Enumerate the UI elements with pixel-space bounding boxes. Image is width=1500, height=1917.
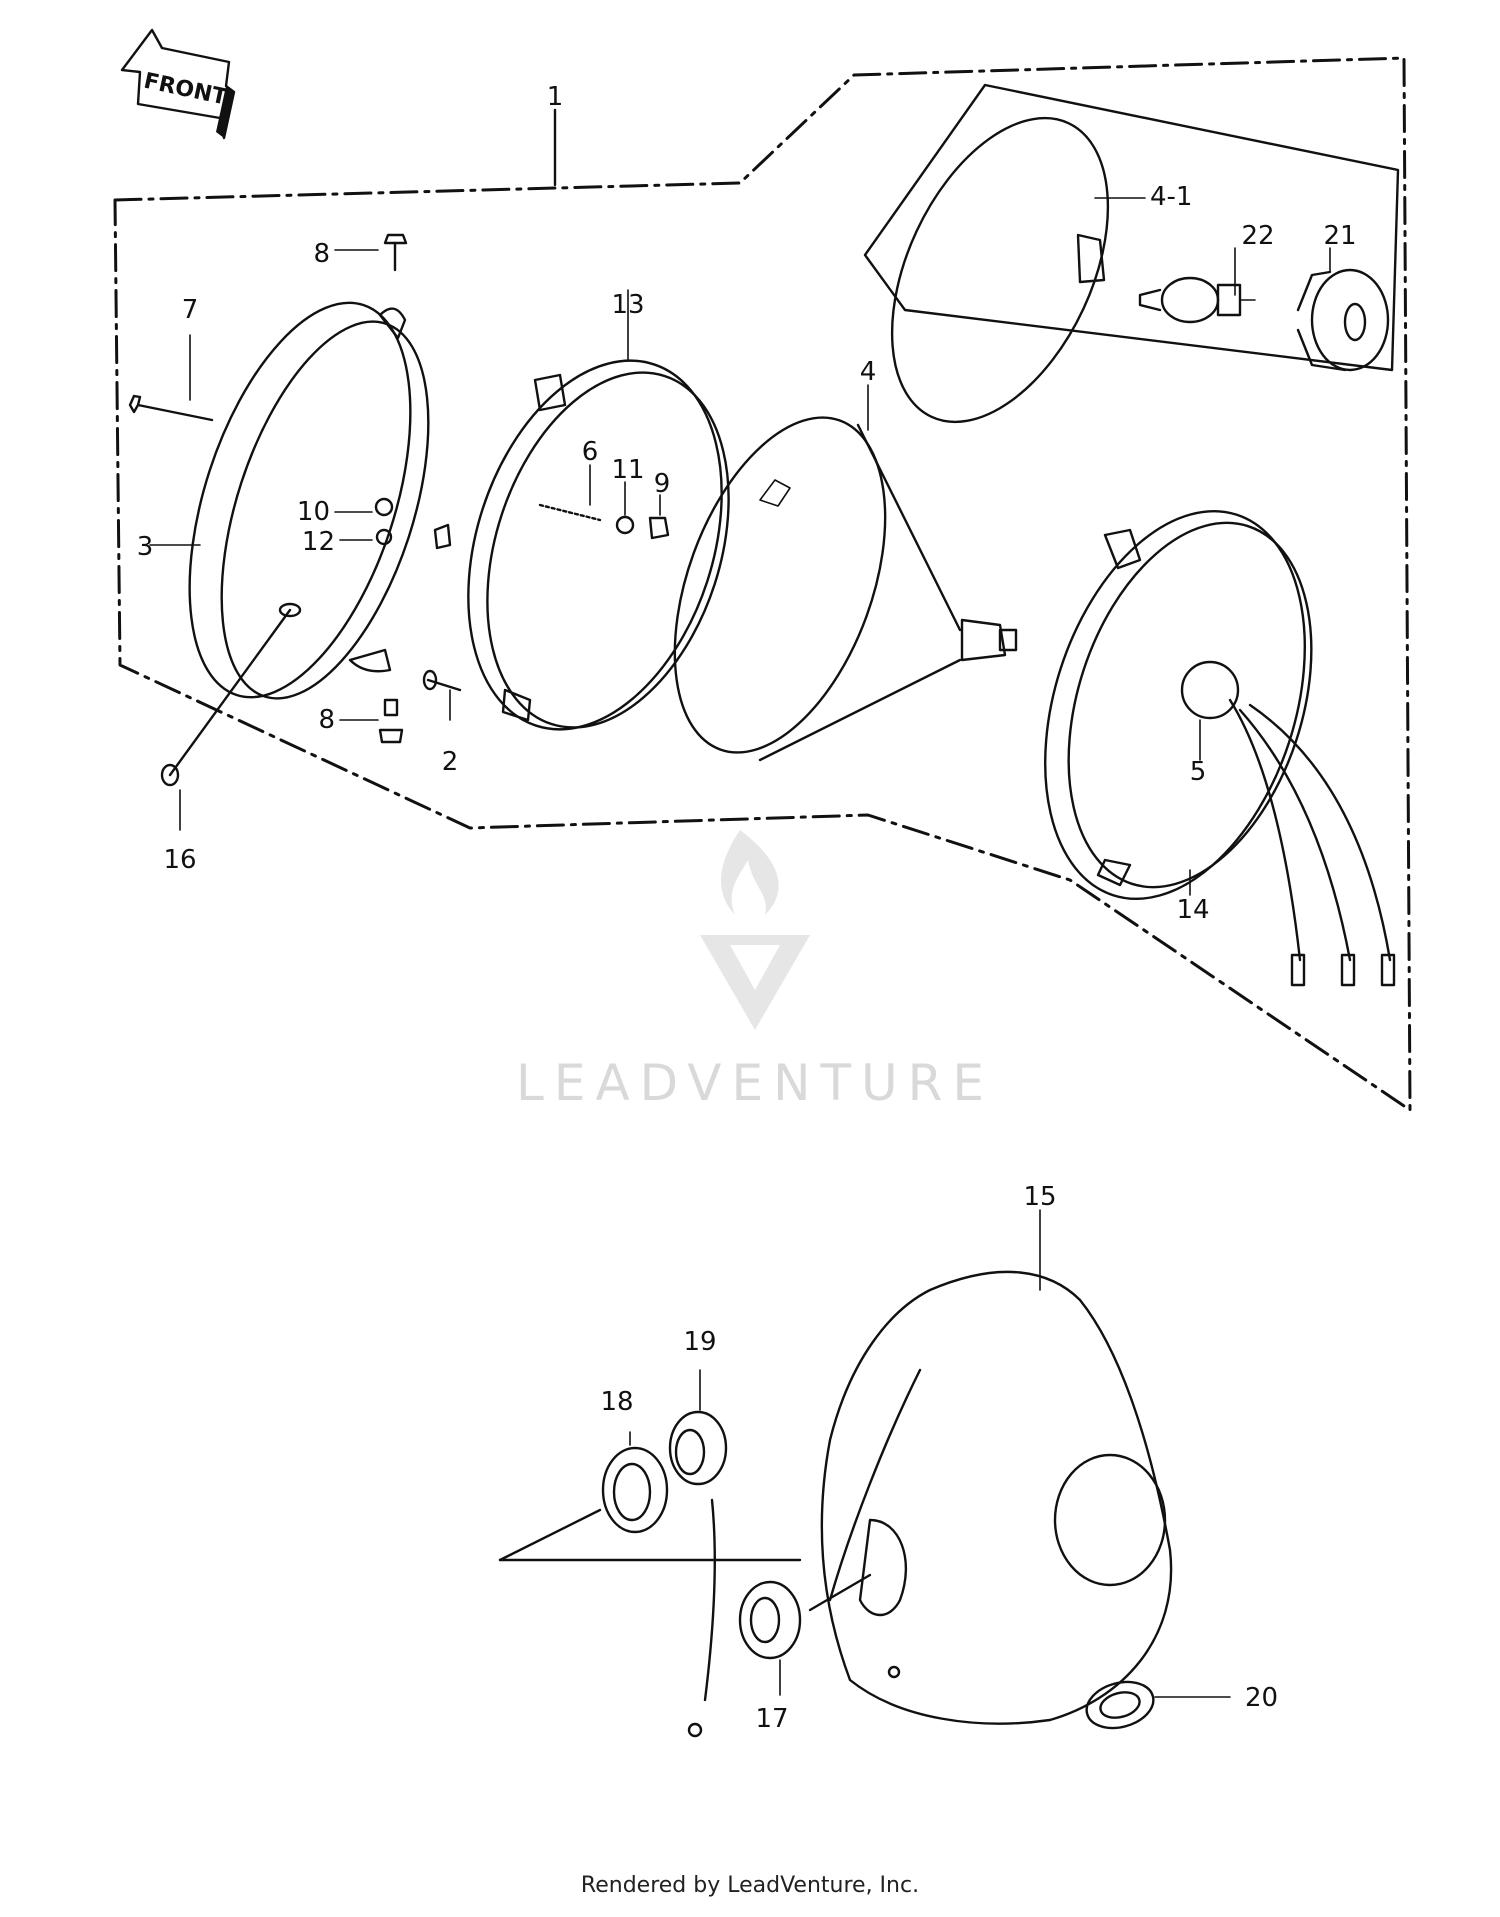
callout-2: 2	[442, 747, 459, 777]
callout-14: 14	[1176, 895, 1209, 925]
part-15-housing	[820, 1209, 1173, 1725]
callout-21: 21	[1323, 221, 1356, 251]
callout-5: 5	[1190, 757, 1207, 787]
part-13-mounting-ring	[433, 359, 730, 731]
callout-13: 13	[611, 290, 644, 320]
front-label: FRONT	[142, 69, 229, 111]
callout-18: 18	[600, 1387, 633, 1417]
part-14-lamp-unit	[1044, 510, 1396, 987]
callout-16: 16	[163, 845, 196, 875]
part-4-1-beam	[890, 116, 1146, 424]
callout-12: 12	[302, 527, 335, 557]
grommets	[498, 1369, 1231, 1738]
callout-6: 6	[582, 437, 599, 467]
callout-1: 1	[547, 82, 564, 112]
part-21-cover	[1296, 247, 1390, 372]
callout-10: 10	[297, 497, 330, 527]
watermark-text: LEADVENTURE	[516, 1054, 994, 1112]
callout-20: 20	[1245, 1683, 1278, 1713]
watermark: LEADVENTURE	[516, 830, 994, 1112]
callout-11: 11	[611, 455, 644, 485]
callout-17: 17	[755, 1704, 788, 1734]
part-4-reflector	[673, 416, 1018, 762]
callout-7: 7	[182, 295, 199, 325]
callout-labels: 1 4-1 22 21 8 13 7 4 6 11 9 10 12 3 5 8 …	[137, 82, 1357, 1734]
callout-4-1: 4-1	[1150, 182, 1192, 212]
front-arrow-icon: FRONT	[120, 28, 236, 140]
fasteners	[128, 233, 1201, 896]
part-3-rim	[188, 301, 430, 700]
callout-19: 19	[683, 1327, 716, 1357]
callout-8-top: 8	[313, 239, 330, 269]
callout-9: 9	[654, 469, 671, 499]
callout-15: 15	[1023, 1182, 1056, 1212]
assembly-outline	[113, 56, 1412, 1112]
bulb-inset-outline	[863, 83, 1400, 372]
callout-22: 22	[1241, 221, 1274, 251]
callout-8-bottom: 8	[318, 705, 335, 735]
part-22-bulb	[1138, 247, 1256, 324]
callout-4: 4	[860, 357, 877, 387]
footer-credit: Rendered by LeadVenture, Inc.	[580, 1873, 920, 1898]
callout-3: 3	[137, 532, 154, 562]
